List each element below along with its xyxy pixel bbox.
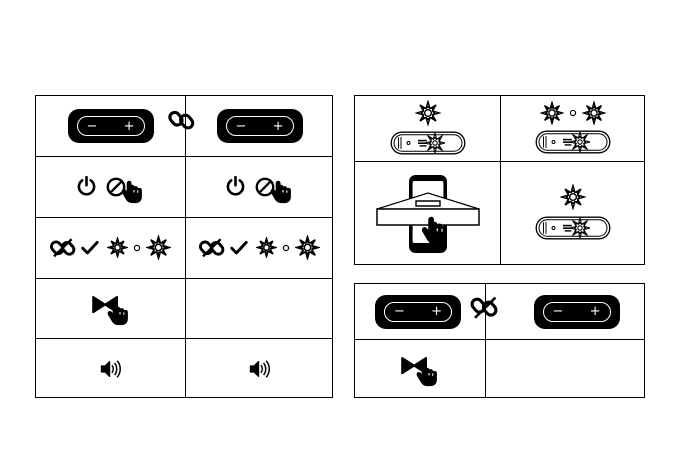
table-column-divider	[185, 96, 186, 397]
table-column-divider	[485, 284, 486, 397]
table-row-divider	[36, 278, 332, 279]
flash-large-icon	[415, 100, 441, 126]
table-row-divider	[36, 156, 332, 157]
table-cell	[355, 96, 500, 161]
unpair-sequence-table: − + − +	[354, 283, 645, 398]
hand-tap-icon	[107, 301, 131, 329]
flash-small-icon	[256, 237, 277, 258]
minus-symbol: −	[552, 304, 564, 319]
no-entry-icon	[255, 177, 275, 197]
speaker-outline-led-icon	[535, 213, 611, 243]
no-entry-icon	[106, 177, 126, 197]
hand-tap-icon	[416, 362, 440, 390]
table-cell: − +	[355, 284, 485, 339]
flash-large-icon	[146, 235, 171, 260]
speaker-black-volume-icon: − +	[216, 109, 303, 143]
flash-large-icon	[560, 184, 586, 210]
led-flash-overlay	[425, 133, 445, 153]
table-column-divider	[500, 96, 501, 264]
table-cell	[355, 161, 500, 266]
speaker-black-volume-icon: − +	[533, 294, 620, 329]
plus-symbol: +	[123, 118, 135, 134]
table-cell: − +	[36, 96, 185, 156]
flash-small-icon	[107, 237, 128, 258]
dot-icon	[133, 244, 141, 252]
led-flash-overlay	[570, 132, 590, 152]
check-icon	[81, 240, 99, 256]
speaker-outline-led-icon	[535, 127, 611, 157]
table-row-divider	[36, 217, 332, 218]
table-cell	[185, 156, 334, 217]
minus-symbol: −	[394, 304, 405, 319]
minus-symbol: −	[235, 118, 247, 134]
volume-pill: − +	[384, 301, 452, 322]
table-cell	[500, 161, 646, 266]
pairing-sequence-table: − + − +	[35, 95, 333, 398]
table-cell: − +	[485, 284, 646, 339]
led-flash-overlay	[570, 218, 590, 238]
volume-sound-icon	[248, 358, 272, 380]
table-cell	[500, 96, 646, 161]
unlink-icon-overlay	[470, 292, 500, 324]
volume-pill: − +	[542, 301, 611, 322]
table-cell	[355, 339, 485, 399]
hand-tap-icon	[270, 179, 294, 207]
plus-symbol: +	[589, 304, 601, 319]
table-row-divider	[355, 161, 644, 162]
power-icon	[77, 176, 96, 197]
unlink-icon	[470, 292, 500, 324]
phone-banner-hand-icon	[369, 174, 487, 253]
table-cell	[36, 338, 185, 399]
table-cell	[36, 156, 185, 217]
check-icon	[230, 240, 248, 256]
table-cell	[185, 338, 334, 399]
hand-tap-icon	[121, 179, 145, 207]
volume-sound-icon	[99, 358, 123, 380]
power-icon	[226, 176, 245, 197]
link-icon-overlay	[168, 106, 196, 136]
unlink-icon	[50, 235, 76, 261]
volume-pill: − +	[225, 116, 294, 136]
dot-icon	[282, 244, 290, 252]
plus-symbol: +	[272, 118, 284, 134]
notification-banner	[377, 193, 479, 225]
link-icon	[168, 106, 196, 136]
table-cell	[36, 278, 185, 338]
table-cell-empty	[485, 339, 646, 399]
table-cell	[185, 217, 334, 278]
table-cell-empty	[185, 278, 334, 338]
table-cell	[36, 217, 185, 278]
flash-large-icon	[582, 101, 606, 125]
plus-symbol: +	[431, 304, 442, 319]
unlink-icon	[199, 235, 225, 261]
table-row-divider	[36, 338, 332, 339]
table-cell: − +	[185, 96, 334, 156]
table-row-divider	[355, 339, 644, 340]
dot-icon	[569, 109, 577, 117]
minus-symbol: −	[86, 118, 98, 134]
speaker-black-volume-icon: − +	[67, 109, 154, 143]
speaker-outline-led-icon	[390, 128, 466, 158]
flash-large-icon	[540, 101, 564, 125]
flash-large-icon	[295, 235, 320, 260]
speaker-black-volume-icon: − +	[375, 294, 461, 329]
volume-pill: − +	[76, 116, 145, 136]
led-indicator-table	[354, 95, 645, 265]
